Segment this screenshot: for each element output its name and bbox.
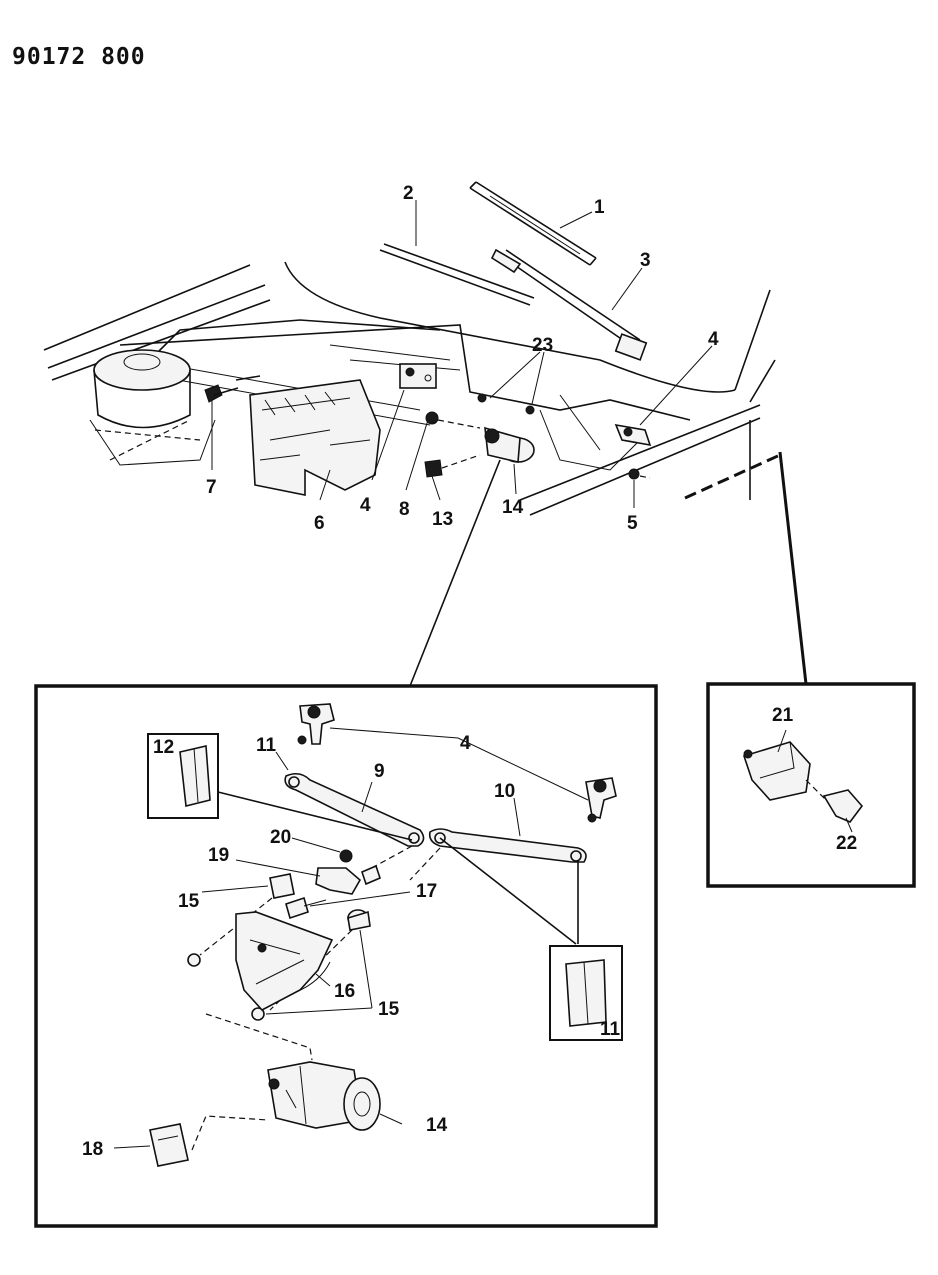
callout-1: 1 — [594, 197, 605, 218]
callout-2: 2 — [403, 183, 414, 204]
callout-6: 6 — [314, 513, 325, 534]
callout-21: 21 — [772, 705, 794, 726]
relay-detail — [742, 729, 864, 833]
callout-13: 13 — [432, 509, 454, 530]
relay-box — [706, 682, 916, 888]
callout-12: 12 — [153, 737, 175, 758]
callout-20: 20 — [270, 827, 292, 848]
callout-18: 18 — [82, 1139, 104, 1160]
callout-10: 10 — [494, 781, 516, 802]
callout-4a: 4 — [708, 329, 719, 350]
vehicle-cowl-view — [43, 181, 781, 516]
callout-15a: 15 — [178, 891, 200, 912]
callout-3: 3 — [640, 250, 651, 271]
callout-22: 22 — [836, 833, 858, 854]
inset-12 — [147, 733, 219, 819]
callout-14b: 14 — [426, 1115, 448, 1136]
linkage-detail — [113, 703, 623, 1167]
callout-8: 8 — [399, 499, 410, 520]
relay-leader — [778, 451, 808, 685]
callout-5: 5 — [627, 513, 638, 534]
doc-id: 90172 800 — [12, 44, 146, 70]
callout-11b: 11 — [600, 1019, 621, 1040]
callout-4b: 4 — [360, 495, 371, 516]
callout-11a: 11 — [256, 735, 277, 756]
callout-16: 16 — [334, 981, 356, 1002]
inset-11 — [549, 945, 623, 1041]
callout-14a: 14 — [502, 497, 524, 518]
callout-17: 17 — [416, 881, 438, 902]
callout-4c: 4 — [460, 733, 471, 754]
callout-15b: 15 — [378, 999, 400, 1020]
detail-leader — [409, 459, 501, 687]
callout-23: 23 — [532, 335, 554, 356]
callout-7: 7 — [206, 477, 217, 498]
callout-9: 9 — [374, 761, 385, 782]
detail-box — [34, 684, 658, 1228]
callout-19: 19 — [208, 845, 230, 866]
